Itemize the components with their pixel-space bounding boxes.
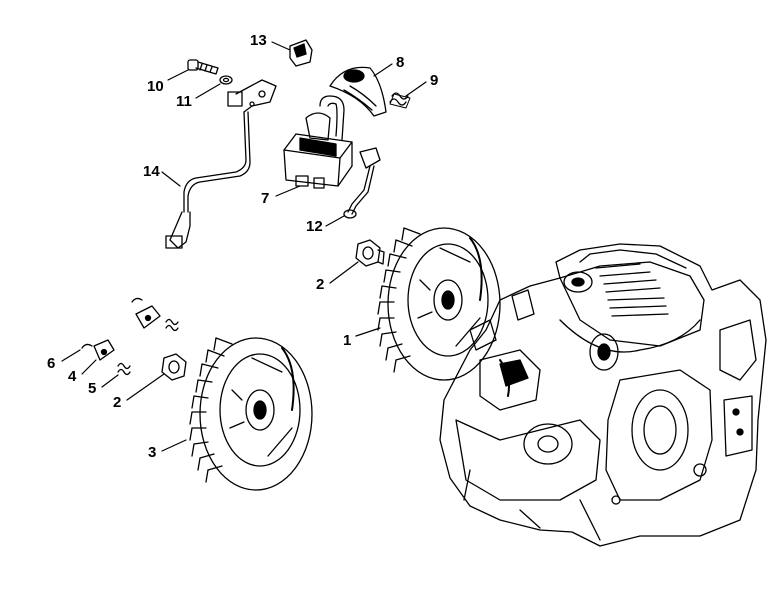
part-6-clip — [81, 343, 93, 349]
part-7-ignition-module — [283, 95, 353, 189]
callout-5: 5 — [88, 380, 97, 397]
engine-assembly — [439, 243, 767, 547]
part-1-flywheel — [377, 227, 501, 381]
part-11-washer — [219, 75, 233, 85]
callout-2-upper: 2 — [316, 276, 325, 293]
part-5-spring-lower — [117, 362, 131, 376]
callout-12: 12 — [306, 218, 323, 235]
part-10-screw — [187, 59, 219, 75]
callout-3: 3 — [148, 444, 157, 461]
part-2-nut-lower — [161, 353, 187, 381]
callout-14: 14 — [143, 163, 160, 180]
leader-lines — [61, 41, 427, 452]
part-4-pawl-upper — [135, 305, 161, 329]
part-3-flywheel — [189, 337, 313, 491]
part-4-pawl — [93, 339, 115, 361]
part-8-cover — [329, 66, 387, 117]
callout-1: 1 — [343, 332, 352, 349]
part-12-lead — [343, 147, 381, 219]
callout-10: 10 — [147, 78, 164, 95]
callout-11: 11 — [176, 93, 192, 110]
callout-4: 4 — [68, 368, 77, 385]
callout-9: 9 — [430, 72, 439, 89]
callout-7: 7 — [261, 190, 270, 207]
part-6-clip-upper — [131, 297, 143, 303]
callout-13: 13 — [250, 32, 267, 49]
callout-8: 8 — [396, 54, 405, 71]
callout-2-lower: 2 — [113, 394, 122, 411]
part-14-wire-harness — [165, 79, 277, 249]
part-2-nut-upper — [355, 239, 385, 267]
part-9-spring — [389, 92, 411, 109]
part-13-connector — [289, 39, 313, 67]
part-5-spring-upper — [165, 318, 179, 332]
callout-6: 6 — [47, 355, 56, 372]
